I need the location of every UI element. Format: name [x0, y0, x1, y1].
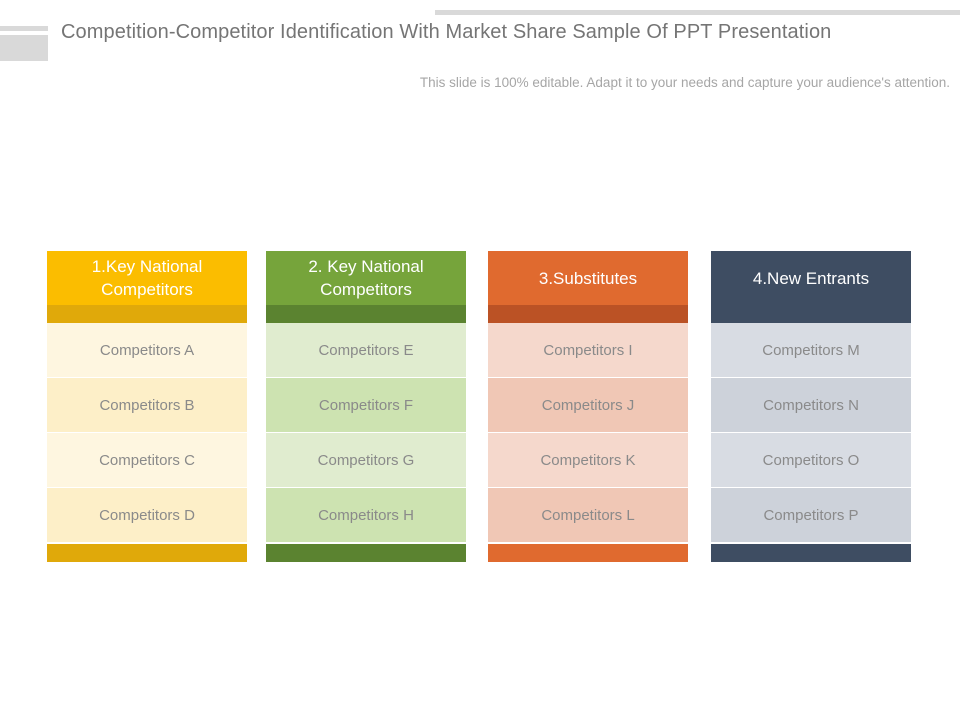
- list-item: Competitors M: [711, 323, 911, 378]
- list-item: Competitors O: [711, 433, 911, 488]
- top-left-accent-bar: [0, 26, 48, 31]
- list-item: Competitors J: [488, 378, 688, 433]
- list-item: Competitors C: [47, 433, 247, 488]
- column-header-band: [266, 305, 466, 323]
- column-new-entrants: 4.New Entrants Competitors M Competitors…: [711, 251, 911, 562]
- list-item: Competitors P: [711, 488, 911, 543]
- list-item: Competitors B: [47, 378, 247, 433]
- top-left-accent-block: [0, 35, 48, 61]
- column-header-band: [47, 305, 247, 323]
- list-item: Competitors I: [488, 323, 688, 378]
- column-header: 3.Substitutes: [488, 251, 688, 305]
- list-item: Competitors E: [266, 323, 466, 378]
- list-item: Competitors H: [266, 488, 466, 543]
- list-item: Competitors K: [488, 433, 688, 488]
- column-footer-band: [47, 544, 247, 562]
- list-item: Competitors G: [266, 433, 466, 488]
- top-right-accent-bar: [435, 10, 960, 15]
- column-substitutes: 3.Substitutes Competitors I Competitors …: [488, 251, 688, 562]
- slide-title: Competition-Competitor Identification Wi…: [61, 21, 832, 43]
- list-item: Competitors A: [47, 323, 247, 378]
- column-header: 4.New Entrants: [711, 251, 911, 305]
- column-header-band: [711, 305, 911, 323]
- list-item: Competitors L: [488, 488, 688, 543]
- column-footer-band: [488, 544, 688, 562]
- list-item: Competitors N: [711, 378, 911, 433]
- column-key-national-competitors-1: 1.Key National Competitors Competitors A…: [47, 251, 247, 562]
- column-header: 2. Key National Competitors: [266, 251, 466, 305]
- column-header-band: [488, 305, 688, 323]
- slide-subtitle: This slide is 100% editable. Adapt it to…: [419, 75, 950, 90]
- column-footer-band: [711, 544, 911, 562]
- column-footer-band: [266, 544, 466, 562]
- column-header: 1.Key National Competitors: [47, 251, 247, 305]
- list-item: Competitors F: [266, 378, 466, 433]
- column-key-national-competitors-2: 2. Key National Competitors Competitors …: [266, 251, 466, 562]
- list-item: Competitors D: [47, 488, 247, 543]
